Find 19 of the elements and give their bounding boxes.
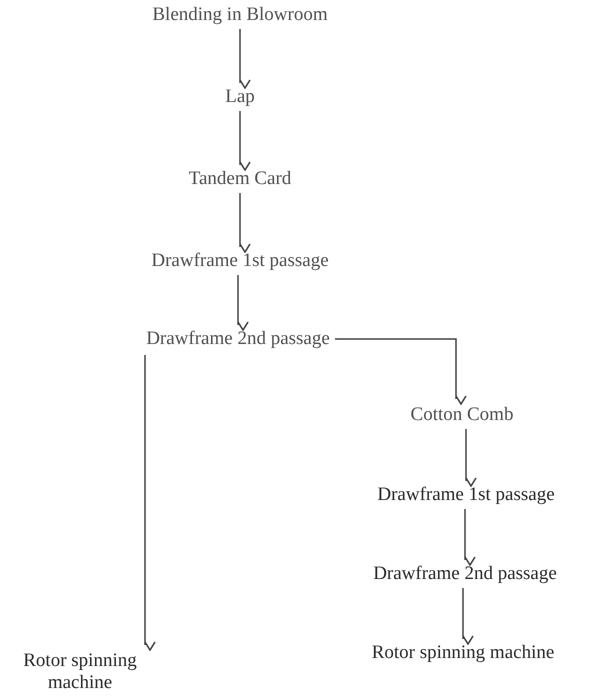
arrow [237, 275, 249, 331]
arrow [239, 111, 251, 171]
process-step: Drawframe 2nd passage [373, 563, 557, 585]
arrow [465, 429, 477, 487]
arrow [462, 588, 474, 645]
process-step: Cotton Comb [410, 404, 514, 426]
arrow [144, 355, 156, 651]
arrow [239, 29, 251, 89]
process-step: Blending in Blowroom [152, 4, 328, 26]
arrow [239, 193, 251, 253]
process-step: Lap [225, 86, 255, 108]
arrow [464, 509, 476, 566]
process-step: Drawframe 2nd passage [146, 328, 330, 350]
process-step: Drawframe 1st passage [151, 250, 329, 272]
arrow [335, 338, 467, 405]
process-step: Rotor spinning machine [0, 650, 160, 694]
process-step: Rotor spinning machine [372, 642, 554, 664]
process-step: Drawframe 1st passage [377, 484, 555, 506]
process-step: Tandem Card [188, 168, 292, 190]
